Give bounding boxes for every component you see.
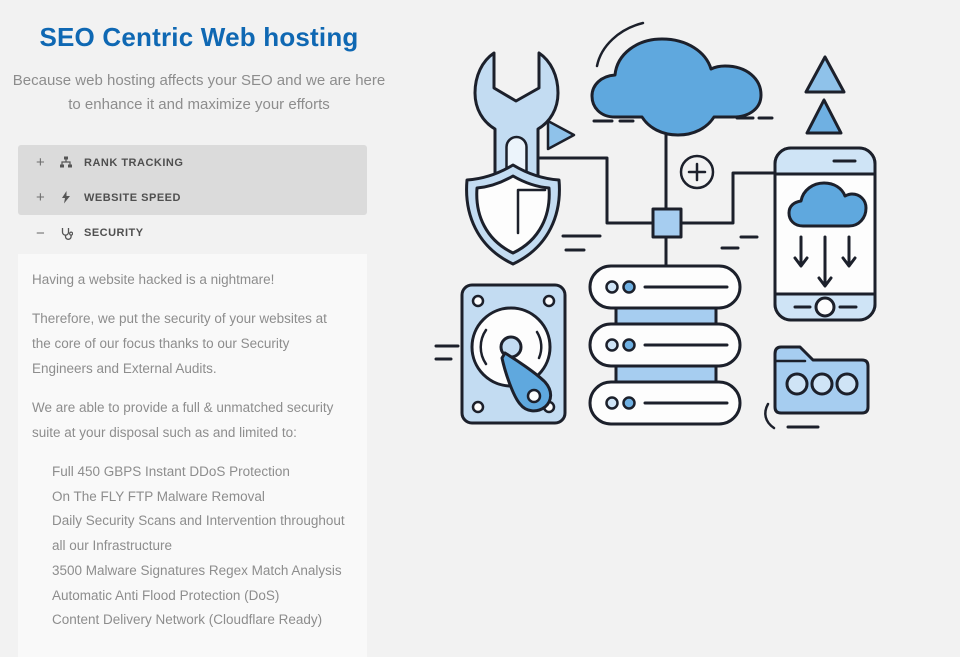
download-arrows-icon bbox=[793, 235, 857, 288]
expand-plus-icon: + bbox=[36, 189, 45, 206]
subtitle-line-1: Because web hosting affects your SEO and… bbox=[12, 72, 386, 89]
accordion-item-security[interactable]: − SECURITY bbox=[18, 215, 367, 251]
shield-icon bbox=[465, 163, 561, 266]
content-column: SEO Centric Web hosting Because web host… bbox=[0, 0, 398, 657]
security-features-list: Full 450 GBPS Instant DDoS Protection On… bbox=[32, 460, 349, 633]
security-paragraph-2: Therefore, we put the security of your w… bbox=[32, 311, 327, 376]
phone-cloud-icon bbox=[787, 181, 868, 228]
list-item: Automatic Anti Flood Protection (DoS) bbox=[52, 587, 280, 603]
security-panel: Having a website hacked is a nightmare! … bbox=[18, 254, 367, 657]
list-item: Daily Security Scans and Intervention th… bbox=[52, 513, 345, 554]
network-node bbox=[651, 207, 683, 239]
list-item: On The FLY FTP Malware Removal bbox=[52, 488, 265, 504]
accordion-item-label: WEBSITE SPEED bbox=[84, 191, 181, 204]
home-button bbox=[814, 296, 836, 318]
decorative-dashes bbox=[434, 234, 759, 361]
cloud-icon bbox=[590, 21, 774, 137]
security-paragraph-3: We are able to provide a full & unmatche… bbox=[32, 400, 334, 440]
expand-plus-icon: + bbox=[36, 154, 45, 171]
hard-drive-icon bbox=[460, 283, 567, 425]
connector-lines bbox=[538, 131, 778, 269]
list-item: Full 450 GBPS Instant DDoS Protection bbox=[52, 464, 290, 479]
folder-icon bbox=[764, 345, 870, 430]
accordion-item-website-speed[interactable]: + WEBSITE SPEED bbox=[18, 180, 367, 215]
list-item: 3500 Malware Signatures Regex Match Anal… bbox=[52, 562, 342, 578]
sitemap-icon bbox=[59, 156, 73, 169]
accordion-item-rank-tracking[interactable]: + RANK TRACKING bbox=[18, 145, 367, 180]
accordion: + RANK TRACKING + bbox=[18, 145, 367, 657]
list-item: Content Delivery Network (Cloudflare Rea… bbox=[52, 612, 323, 628]
server-stack-icon bbox=[588, 264, 742, 426]
accordion-collapsed-group: + RANK TRACKING + bbox=[18, 145, 367, 215]
accordion-item-label: RANK TRACKING bbox=[84, 156, 184, 169]
plus-circle-icon bbox=[679, 154, 715, 190]
play-triangle-icon bbox=[546, 119, 576, 151]
page-title: SEO Centric Web hosting bbox=[39, 22, 359, 52]
bolt-icon bbox=[59, 191, 73, 204]
hosting-illustration bbox=[430, 5, 955, 475]
collapse-minus-icon: − bbox=[36, 224, 45, 242]
accordion-item-label: SECURITY bbox=[84, 227, 144, 239]
upload-triangles-icon bbox=[804, 55, 846, 135]
subtitle-line-2: to enhance it and maximize your efforts bbox=[68, 96, 330, 113]
stethoscope-icon bbox=[59, 227, 73, 240]
smartphone-icon bbox=[773, 146, 877, 322]
security-paragraph-1: Having a website hacked is a nightmare! bbox=[32, 272, 275, 287]
server-row-lights bbox=[605, 280, 636, 410]
page-subtitle: Because web hosting affects your SEO and… bbox=[0, 69, 398, 117]
